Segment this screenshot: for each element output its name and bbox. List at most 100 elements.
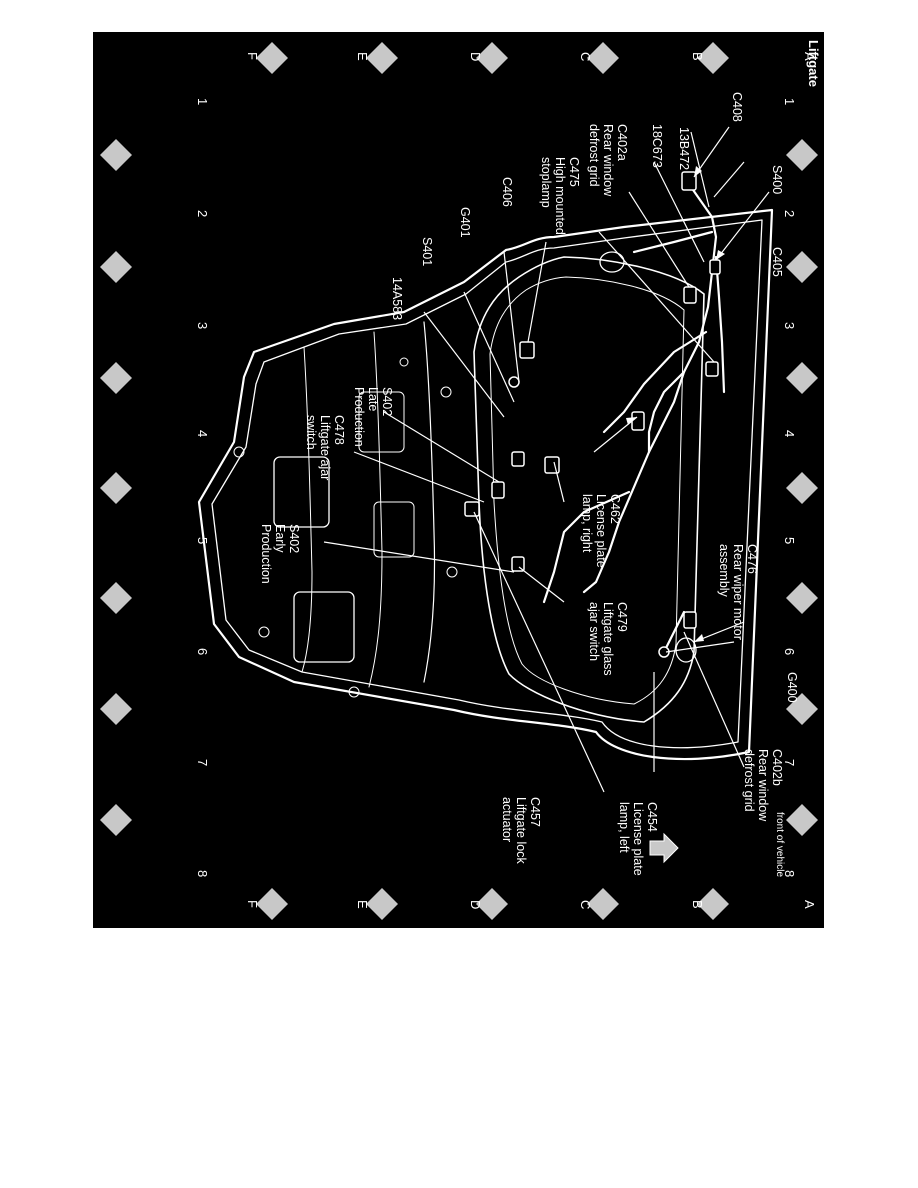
grid-marker-top-2 bbox=[786, 251, 818, 283]
label-c462-line3: lamp, right bbox=[580, 494, 594, 553]
label-s402-early-line3: Production bbox=[259, 524, 273, 584]
grid-marker-left-2 bbox=[587, 42, 619, 74]
harness-lower-branch bbox=[542, 490, 631, 604]
grid-row-c-bottom: C bbox=[578, 900, 593, 910]
grid-row-f-bottom: F bbox=[245, 900, 260, 908]
grid-row-d-top: D bbox=[468, 52, 483, 62]
label-c402b-code: C402b bbox=[770, 749, 784, 786]
label-c475-line3: stoplamp bbox=[539, 157, 553, 208]
label-c475: C475 High mounted stoplamp bbox=[539, 157, 581, 235]
grid-col-1-bottom: 1 bbox=[195, 98, 210, 106]
lower-panel-ridge-3 bbox=[301, 346, 313, 673]
grid-marker-right-1 bbox=[697, 888, 729, 920]
label-c402a-line2: Rear window bbox=[601, 124, 615, 197]
label-14a583: 14A583 bbox=[390, 277, 404, 321]
grid-marker-right-4 bbox=[366, 888, 398, 920]
label-c476-code: C476 bbox=[745, 544, 759, 574]
connector-c408 bbox=[681, 171, 697, 191]
grid-marker-bottom-5 bbox=[100, 582, 132, 614]
connector-c405 bbox=[709, 259, 721, 275]
harness-side-branch bbox=[714, 255, 726, 394]
label-c478: C478 Liftgate ajar switch bbox=[304, 415, 346, 480]
label-s401: S401 bbox=[420, 237, 434, 267]
grid-row-b-top: B bbox=[690, 52, 705, 61]
label-s402-early: S402 Early Production bbox=[259, 524, 301, 584]
label-c454-line3: lamp, left bbox=[617, 802, 631, 853]
grid-col-4-top: 4 bbox=[782, 430, 797, 438]
grid-col-5-top: 5 bbox=[782, 537, 797, 545]
label-c479-line3: ajar switch bbox=[587, 602, 601, 662]
grid-marker-bottom-6 bbox=[100, 693, 132, 725]
window-frame-outline bbox=[473, 256, 705, 723]
label-c475-line2: High mounted bbox=[553, 157, 567, 235]
grid-marker-top-6 bbox=[786, 693, 818, 725]
connector-c402b bbox=[683, 611, 697, 629]
label-c402a-line3: defrost grid bbox=[587, 124, 601, 187]
fastener-6 bbox=[399, 357, 409, 367]
grid-marker-left-5 bbox=[256, 42, 288, 74]
grid-marker-right-5 bbox=[256, 888, 288, 920]
label-c457: C457 Liftgate lock actuator bbox=[500, 797, 542, 864]
label-c478-line3: switch bbox=[304, 415, 318, 450]
grid-col-2-bottom: 2 bbox=[195, 210, 210, 218]
label-s402-late-line3: Production bbox=[352, 387, 366, 447]
grid-row-a-top: A bbox=[802, 52, 817, 61]
grid-marker-left-3 bbox=[476, 42, 508, 74]
lower-panel-ridge-2 bbox=[368, 331, 383, 688]
label-c402b-line3: defrost grid bbox=[742, 749, 756, 812]
lower-panel-ridge bbox=[423, 321, 436, 683]
grid-marker-left-4 bbox=[366, 42, 398, 74]
harness-wiper-branch bbox=[602, 330, 708, 434]
grid-col-5-bottom: 5 bbox=[195, 537, 210, 545]
label-c402b: C402b Rear window defrost grid bbox=[742, 749, 784, 821]
connector-c402a bbox=[683, 286, 697, 304]
label-s400: S400 bbox=[770, 165, 784, 195]
label-13b472: 13B472 bbox=[677, 127, 691, 171]
grid-marker-right-2 bbox=[587, 888, 619, 920]
fastener-2 bbox=[446, 566, 458, 578]
label-c476-line2: Rear wiper motor bbox=[731, 544, 745, 640]
panel-cutout-2 bbox=[373, 501, 415, 558]
connector-c406 bbox=[519, 341, 535, 359]
harness-g400-branch bbox=[662, 610, 686, 654]
harness-s401-branch bbox=[647, 370, 686, 454]
label-s402-late: S402 Late Production bbox=[352, 387, 394, 447]
panel-cutout-1 bbox=[358, 391, 405, 453]
grid-marker-right-3 bbox=[476, 888, 508, 920]
harness-main-trunk bbox=[582, 175, 718, 594]
grid-col-8-bottom: 8 bbox=[195, 870, 210, 878]
label-s402-late-code: S402 bbox=[380, 387, 394, 417]
label-c462-line2: License plate bbox=[594, 494, 608, 568]
grid-row-d-bottom: D bbox=[468, 900, 483, 910]
grid-col-6-bottom: 6 bbox=[195, 648, 210, 656]
label-c454-line2: License plate bbox=[631, 802, 645, 876]
label-c408: C408 bbox=[730, 92, 744, 122]
label-g401: G401 bbox=[458, 207, 472, 238]
label-c479: C479 Liftgate glass ajar switch bbox=[587, 602, 629, 676]
grid-marker-top-5 bbox=[786, 582, 818, 614]
grid-row-b-bottom: B bbox=[690, 900, 705, 909]
lock-actuator-housing bbox=[273, 456, 330, 528]
label-c454: C454 License plate lamp, left bbox=[617, 802, 659, 876]
label-c479-line2: Liftgate glass bbox=[601, 602, 615, 676]
label-layer: Liftgate A B C D E F A B C D E F 1 2 3 4… bbox=[93, 32, 824, 928]
fastener-4 bbox=[233, 446, 245, 458]
liftgate-inner-outline bbox=[211, 219, 763, 749]
label-g400: G400 bbox=[785, 672, 799, 703]
label-s402-early-code: S402 bbox=[287, 524, 301, 554]
grid-col-2-top: 2 bbox=[782, 210, 797, 218]
grid-row-f-top: F bbox=[245, 52, 260, 60]
diagram-frame: Liftgate A B C D E F A B C D E F 1 2 3 4… bbox=[93, 32, 824, 928]
label-c478-code: C478 bbox=[332, 415, 346, 445]
fastener-3 bbox=[348, 686, 360, 698]
grid-marker-bottom-1 bbox=[100, 139, 132, 171]
liftgate-drawing bbox=[100, 42, 818, 920]
connector-c454 bbox=[511, 556, 525, 572]
grid-col-3-top: 3 bbox=[782, 322, 797, 330]
fastener-1 bbox=[440, 386, 452, 398]
grid-marker-bottom-7 bbox=[100, 804, 132, 836]
label-c475-code: C475 bbox=[567, 157, 581, 187]
grid-col-7-bottom: 7 bbox=[195, 759, 210, 767]
grid-marker-top-3 bbox=[786, 362, 818, 394]
label-c476: C476 Rear wiper motor assembly bbox=[717, 544, 759, 640]
